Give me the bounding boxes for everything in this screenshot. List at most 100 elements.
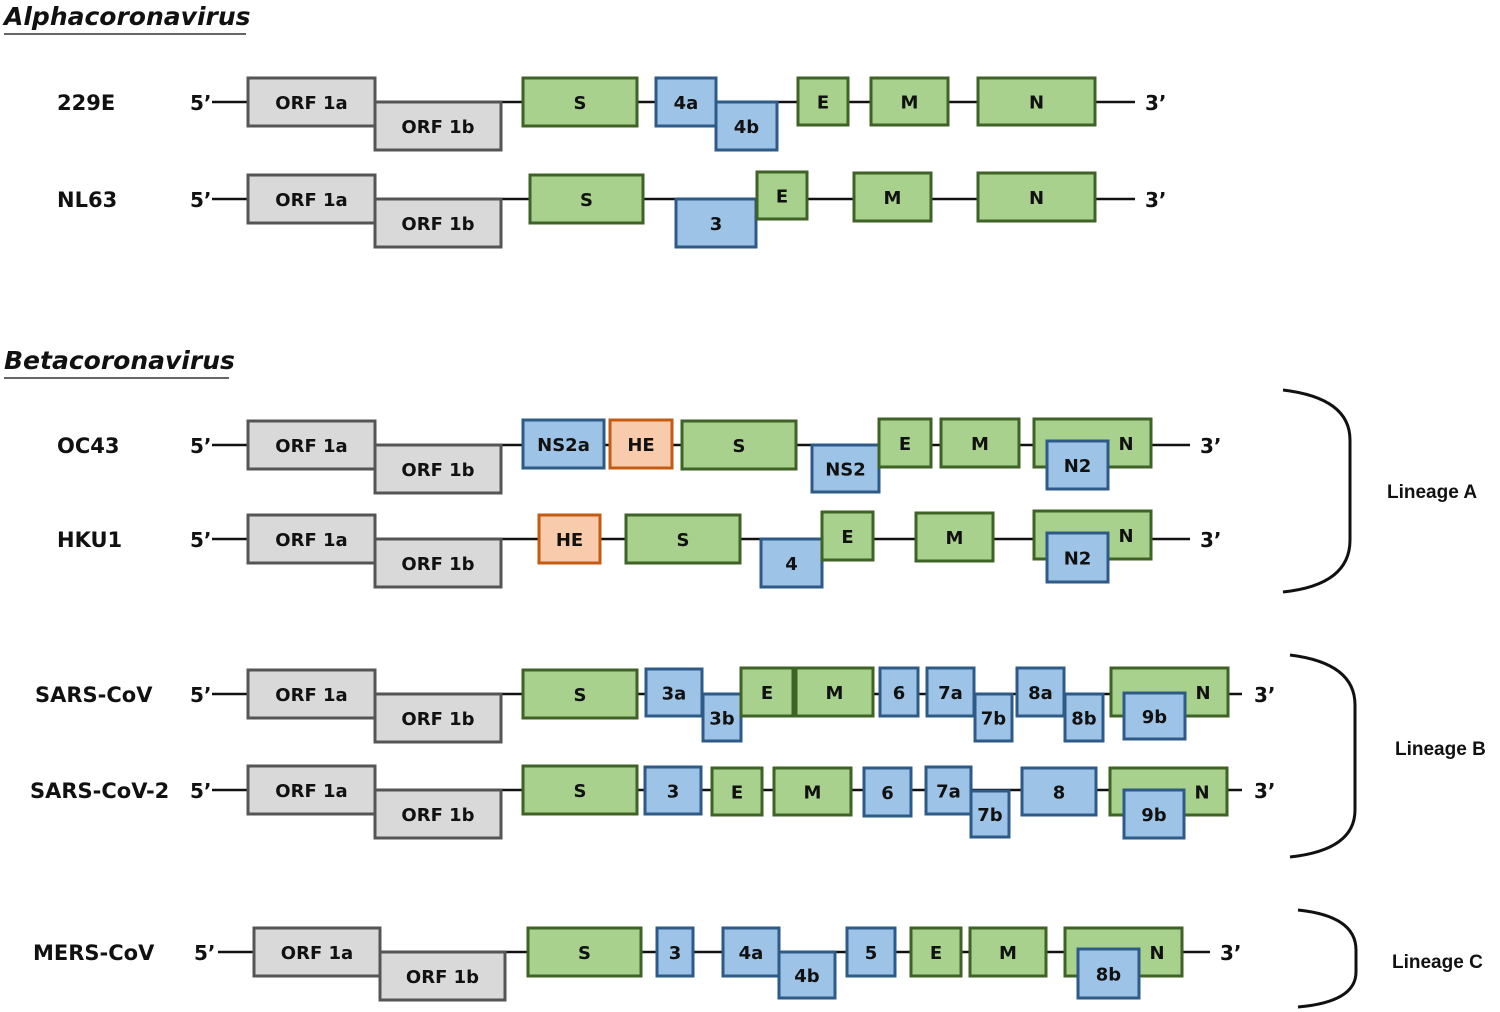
gene-structural: N: [976, 76, 1097, 127]
gene-box: [674, 197, 758, 249]
gene-accessory: 9b: [1122, 691, 1187, 741]
virus-name: HKU1: [57, 528, 122, 552]
gene-label: ORF 1b: [401, 214, 474, 235]
gene-structural: M: [914, 511, 995, 563]
five-prime-label: 5’: [190, 434, 212, 458]
gene-orf: ORF 1a: [246, 419, 377, 471]
gene-box: [373, 788, 503, 840]
gene-box: [373, 537, 503, 589]
gene-orf: ORF 1a: [246, 764, 377, 816]
gene-box: [252, 926, 382, 978]
gene-he: HE: [537, 513, 602, 565]
gene-accessory: 3: [674, 197, 758, 249]
gene-accessory: 3: [643, 765, 703, 816]
gene-box: [521, 764, 639, 816]
gene-box: [528, 173, 645, 225]
gene-box: [777, 950, 837, 1000]
gene-label: ORF 1b: [401, 460, 474, 481]
gene-structural: M: [794, 666, 875, 718]
gene-structural: S: [521, 76, 639, 128]
gene-label: E: [930, 943, 942, 964]
gene-label: N2: [1064, 549, 1092, 570]
gene-label: N: [1029, 188, 1044, 209]
gene-box: [680, 419, 798, 471]
gene-label: N: [1029, 93, 1044, 114]
gene-label: ORF 1a: [275, 530, 347, 551]
gene-accessory: 8b: [1076, 947, 1141, 1000]
gene-label: 5: [865, 943, 878, 964]
gene-label: ORF 1a: [281, 943, 353, 964]
gene-box: [939, 417, 1021, 469]
gene-box: [710, 766, 764, 817]
three-prime-label: 3’: [1254, 779, 1276, 803]
five-prime-label: 5’: [190, 188, 212, 212]
gene-box: [1063, 692, 1105, 743]
gene-label: ORF 1a: [275, 190, 347, 211]
gene-label: N: [1195, 683, 1210, 704]
gene-box: [1045, 439, 1110, 491]
gene-label: 3: [710, 214, 723, 235]
gene-structural: S: [528, 173, 645, 225]
gene-structural: S: [521, 668, 639, 720]
gene-orf: ORF 1b: [373, 443, 503, 495]
gene-label: 8b: [1071, 709, 1097, 730]
gene-orf: ORF 1a: [246, 173, 377, 225]
gene-box: [820, 510, 875, 562]
gene-orf: ORF 1a: [246, 76, 377, 128]
gene-box: [1015, 666, 1066, 718]
five-prime-label: 5’: [190, 91, 212, 115]
gene-box: [925, 666, 976, 718]
gene-accessory: 7b: [973, 692, 1014, 743]
genome-row: NL63 5’ ORF 1a ORF 1b S 3 E M N 3’: [57, 170, 1167, 249]
virus-name: NL63: [57, 188, 117, 212]
gene-structural: S: [521, 764, 639, 816]
gene-label: ORF 1b: [406, 967, 479, 988]
gene-label: 3: [667, 782, 680, 803]
gene-accessory: NS2a: [521, 418, 606, 470]
gene-label: 8a: [1028, 683, 1053, 704]
gene-orf: ORF 1b: [373, 100, 503, 152]
gene-accessory: 3b: [701, 692, 743, 743]
gene-label: 7a: [938, 683, 963, 704]
gene-box: [373, 443, 503, 495]
three-prime-label: 3’: [1200, 528, 1222, 552]
gene-orf: ORF 1a: [246, 513, 377, 565]
five-prime-label: 5’: [190, 779, 212, 803]
gene-label: N: [1149, 943, 1164, 964]
gene-label: 4a: [674, 93, 699, 114]
gene-box: [608, 418, 674, 470]
gene-label: E: [776, 187, 788, 208]
gene-box: [246, 76, 377, 128]
gene-box: [878, 666, 920, 718]
gene-box: [852, 171, 933, 223]
virus-name: SARS-CoV: [35, 683, 153, 707]
genus-heading-beta: Betacoronavirus: [4, 346, 235, 375]
gene-label: S: [580, 190, 593, 211]
gene-structural: E: [909, 926, 963, 978]
gene-label: M: [971, 434, 989, 455]
three-prime-label: 3’: [1145, 188, 1167, 212]
gene-structural: M: [772, 766, 853, 817]
gene-label: E: [731, 783, 743, 804]
gene-box: [969, 789, 1011, 839]
gene-structural: M: [852, 171, 933, 223]
gene-box: [862, 766, 913, 818]
gene-orf: ORF 1b: [373, 692, 503, 744]
gene-structural: M: [968, 926, 1048, 978]
gene-orf: ORF 1b: [378, 950, 507, 1002]
gene-box: [976, 76, 1097, 127]
gene-label: S: [578, 943, 591, 964]
gene-box: [624, 513, 742, 565]
gene-label: S: [574, 685, 587, 706]
gene-label: 4: [785, 554, 798, 575]
gene-structural: E: [796, 76, 850, 127]
gene-label: 3a: [662, 684, 687, 705]
gene-label: S: [677, 530, 690, 551]
gene-box: [521, 418, 606, 470]
gene-label: ORF 1b: [401, 554, 474, 575]
gene-accessory: 7a: [925, 666, 976, 718]
lineage-a-label: Lineage A: [1387, 482, 1477, 503]
gene-box: [909, 926, 963, 978]
